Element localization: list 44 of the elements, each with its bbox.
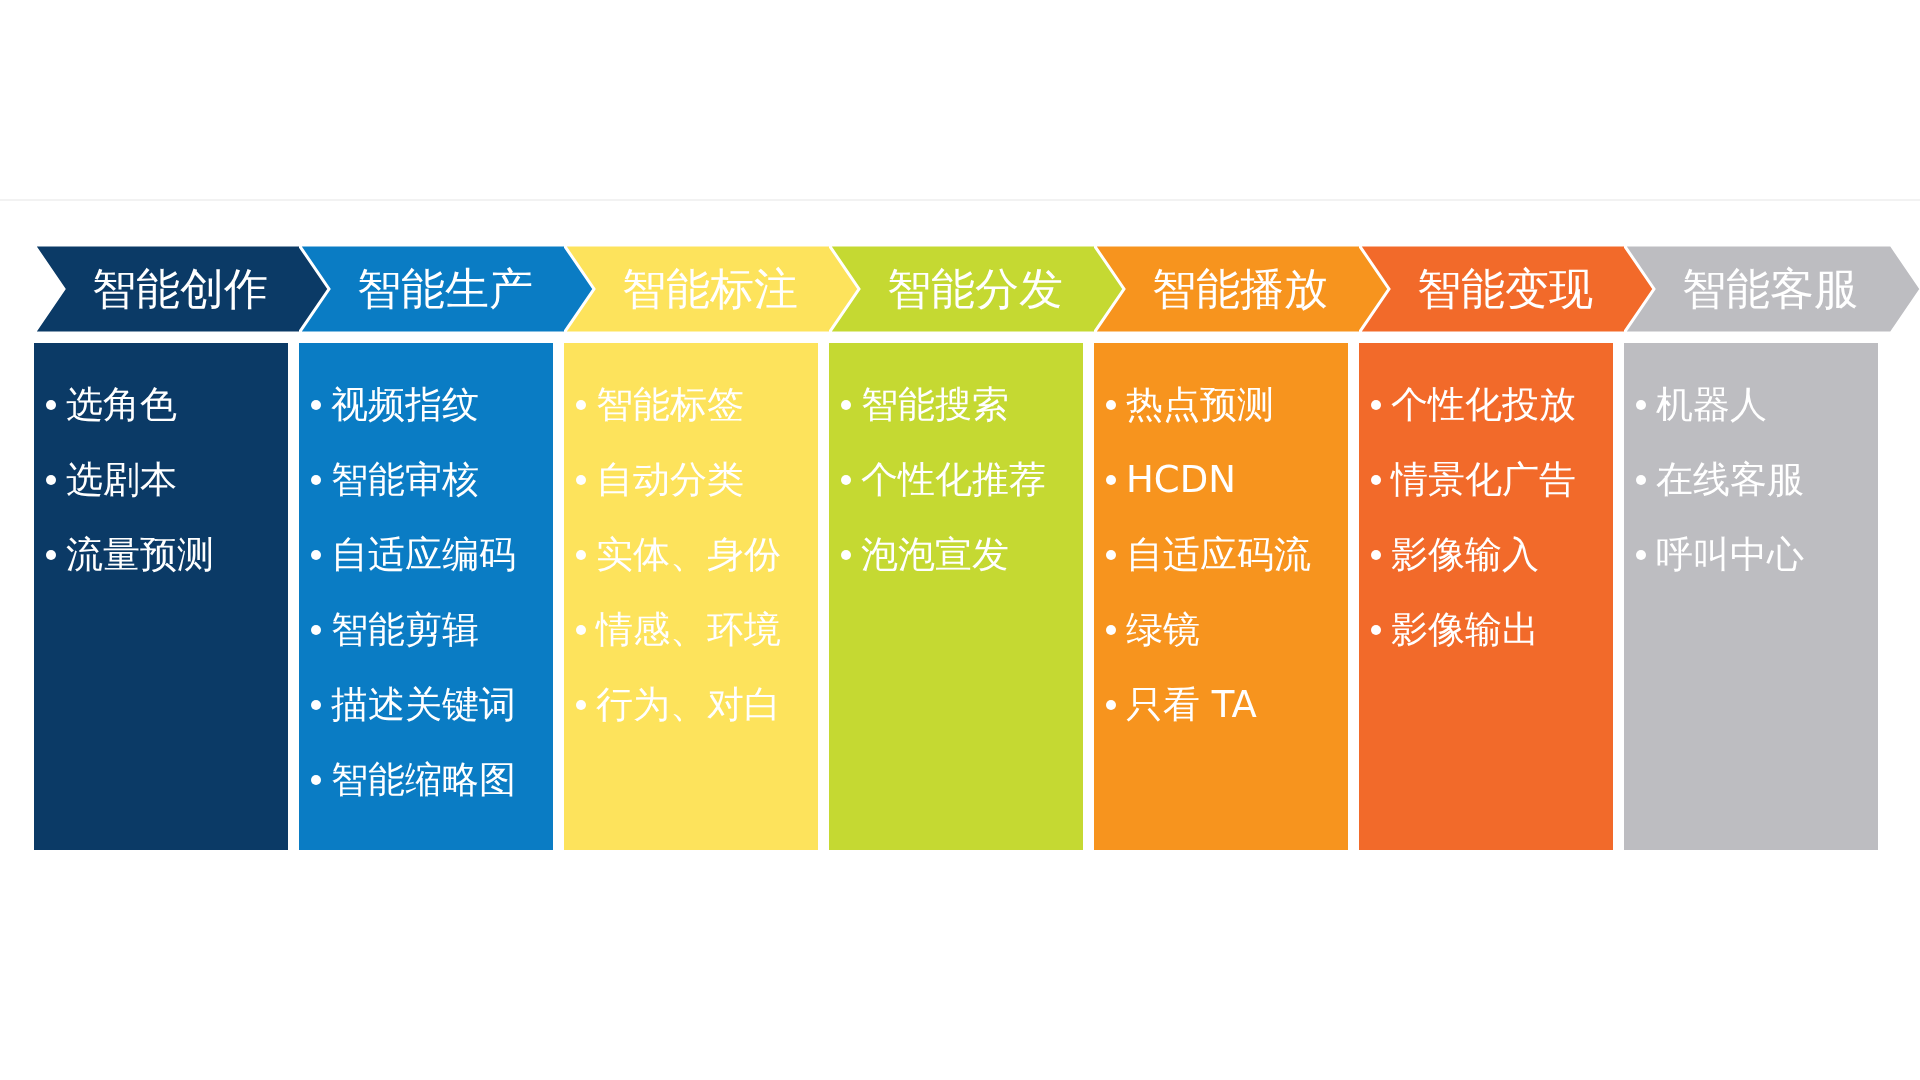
list-item: 选剧本 (66, 457, 177, 503)
list-item: 个性化推荐 (861, 457, 1046, 503)
list-item: 热点预测 (1126, 382, 1274, 428)
list-item: 影像输出 (1391, 607, 1539, 653)
step-title: 智能客服 (1681, 261, 1859, 316)
list-item: 泡泡宣发 (861, 532, 1009, 578)
list-item: 只看 TA (1126, 682, 1257, 728)
step-title: 智能创作 (91, 261, 269, 316)
list-item: 智能剪辑 (331, 607, 479, 653)
column-panel (829, 343, 1083, 850)
list-item: 流量预测 (66, 532, 214, 578)
list-item: 情感、环境 (596, 607, 781, 653)
list-item: 智能搜索 (861, 382, 1009, 428)
list-item: 绿镜 (1126, 607, 1200, 653)
step-title: 智能生产 (356, 261, 534, 316)
column-panel (1624, 343, 1878, 850)
step-title: 智能变现 (1416, 261, 1594, 316)
column-panel (1359, 343, 1613, 850)
list-item: 情景化广告 (1391, 457, 1576, 503)
column-panel (564, 343, 818, 850)
step-title: 智能标注 (621, 261, 799, 316)
list-item: 自动分类 (596, 457, 744, 503)
list-item: 选角色 (66, 382, 177, 428)
list-item: 个性化投放 (1391, 382, 1576, 428)
list-item: 视频指纹 (331, 382, 479, 428)
column-panel (34, 343, 288, 850)
list-item: 机器人 (1656, 382, 1767, 428)
list-item: 实体、身份 (596, 532, 781, 578)
list-item: 在线客服 (1656, 457, 1804, 503)
list-item: 影像输入 (1391, 532, 1539, 578)
list-item: 行为、对白 (596, 682, 781, 728)
list-item: 智能标签 (596, 382, 744, 428)
chevron-step (1624, 245, 1920, 333)
column-panel (1094, 343, 1348, 850)
step-title: 智能播放 (1151, 261, 1329, 316)
list-item: HCDN (1126, 457, 1236, 503)
step-title: 智能分发 (886, 261, 1064, 316)
list-item: 描述关键词 (331, 682, 516, 728)
list-item: 自适应码流 (1126, 532, 1311, 578)
column-panel (299, 343, 553, 850)
list-item: 自适应编码 (331, 532, 516, 578)
list-item: 智能缩略图 (331, 757, 516, 803)
list-item: 智能审核 (331, 457, 479, 503)
list-item: 呼叫中心 (1656, 532, 1804, 578)
